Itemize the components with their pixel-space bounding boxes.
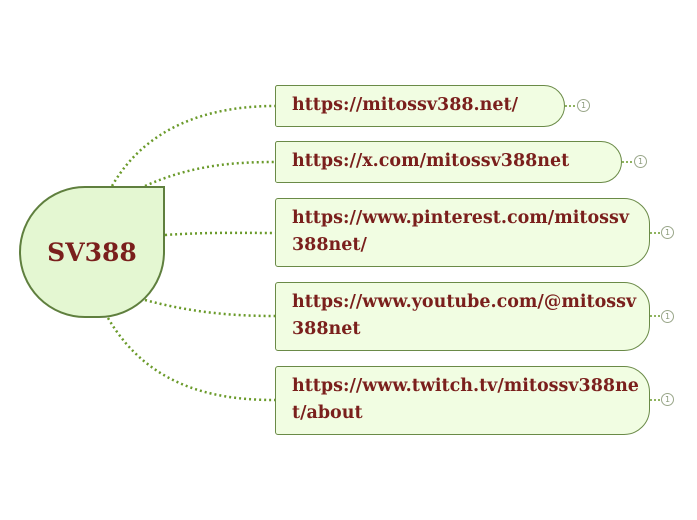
branch-node-twitch[interactable]: https://www.twitch.tv/mitossv388net/abou… <box>275 366 650 435</box>
branch-count-badge[interactable]: 1 <box>577 99 590 112</box>
branch-node-x[interactable]: https://x.com/mitossv388net <box>275 141 622 183</box>
connector-2 <box>144 160 276 188</box>
branch-count-badge[interactable]: 1 <box>661 310 674 323</box>
branch-count-badge[interactable]: 1 <box>661 393 674 406</box>
connector-3 <box>164 231 276 237</box>
branch-count-badge[interactable]: 1 <box>661 226 674 239</box>
root-label: SV388 <box>47 237 137 267</box>
connector-1 <box>110 104 276 187</box>
connector-4 <box>144 298 276 318</box>
branch-count-badge[interactable]: 1 <box>634 155 647 168</box>
root-node[interactable]: SV388 <box>19 186 165 318</box>
branch-node-website[interactable]: https://mitossv388.net/ <box>275 85 565 127</box>
connector-5 <box>106 317 276 402</box>
branch-node-pinterest[interactable]: https://www.pinterest.com/mitossv388net/ <box>275 198 650 267</box>
branch-node-youtube[interactable]: https://www.youtube.com/@mitossv388net <box>275 282 650 351</box>
